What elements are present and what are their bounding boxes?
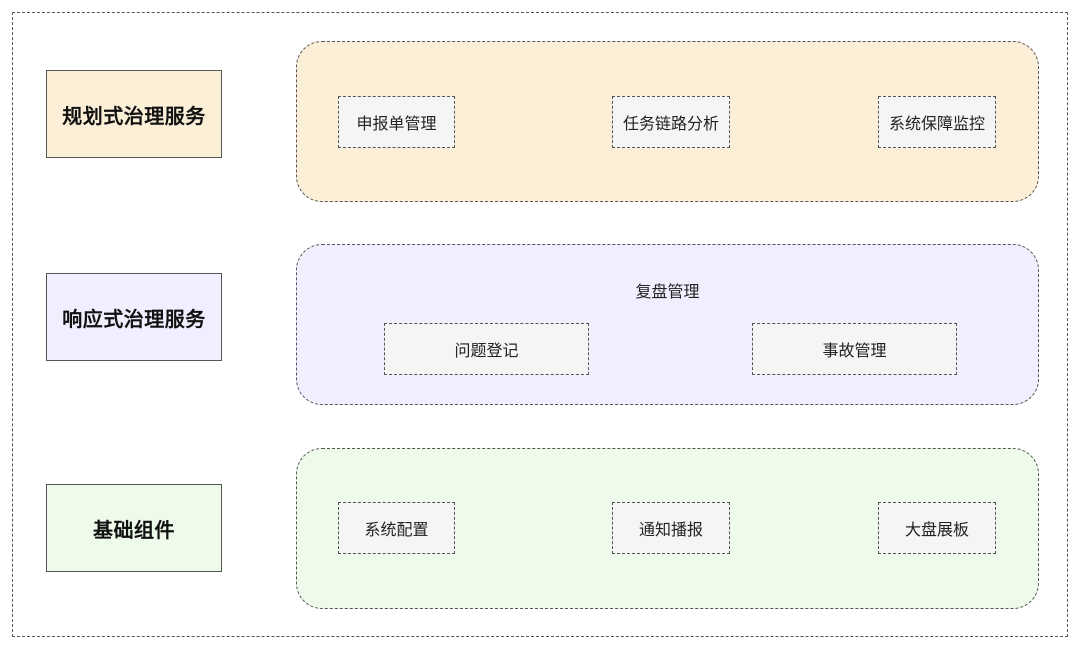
base-components-label: 基础组件 [46,484,222,572]
item-incident-management: 事故管理 [752,323,957,375]
review-management-title: 复盘管理 [635,282,700,301]
item-system-configuration: 系统配置 [338,502,455,554]
planned-governance-label: 规划式治理服务 [46,70,222,158]
responsive-governance-panel: 复盘管理 问题登记 事故管理 [296,244,1039,405]
planned-governance-panel: 申报单管理 任务链路分析 系统保障监控 [296,41,1039,202]
item-dashboard-board: 大盘展板 [878,502,996,554]
item-issue-registration: 问题登记 [384,323,589,375]
item-notification-broadcast: 通知播报 [612,502,730,554]
item-system-assurance-monitoring: 系统保障监控 [878,96,996,148]
item-declaration-management: 申报单管理 [338,96,455,148]
item-task-chain-analysis: 任务链路分析 [612,96,730,148]
responsive-governance-label: 响应式治理服务 [46,273,222,361]
outer-dashed-frame [12,12,1068,637]
base-components-panel: 系统配置 通知播报 大盘展板 [296,448,1039,609]
